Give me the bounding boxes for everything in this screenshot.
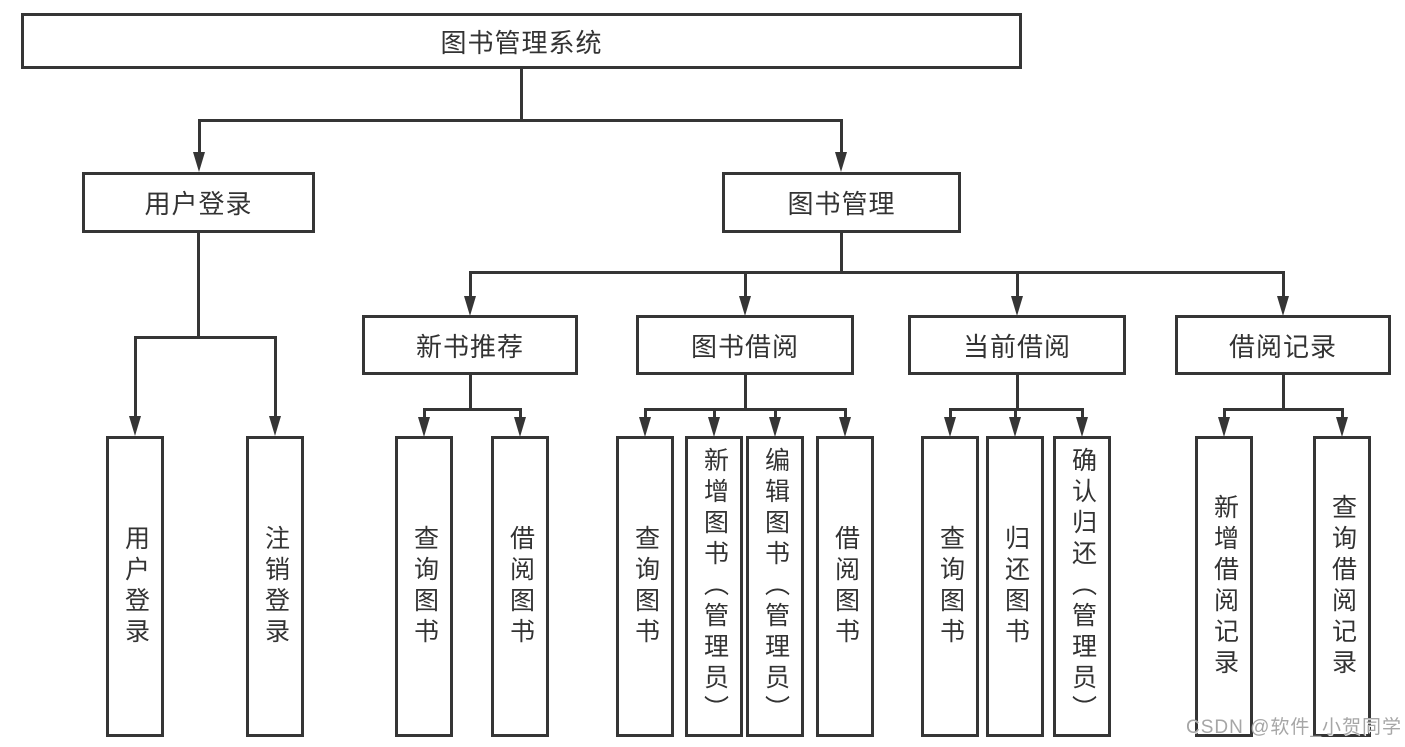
arrowhead-icon <box>129 416 141 436</box>
node-borrow-records: 借阅记录 <box>1175 315 1391 375</box>
connector-line <box>518 409 522 419</box>
arrowhead-icon <box>193 152 205 172</box>
arrowhead-icon <box>418 417 430 437</box>
leaf-current-return-books: 归还图书 <box>986 436 1044 737</box>
leaf-records-add-record: 新增借阅记录 <box>1195 436 1253 737</box>
arrowhead-icon <box>1011 296 1023 316</box>
connector-line <box>1281 374 1285 410</box>
connector-line <box>839 232 843 273</box>
node-user-login: 用户登录 <box>82 172 315 233</box>
connector-line <box>712 409 716 419</box>
arrowhead-icon <box>769 417 781 437</box>
node-book-borrow: 图书借阅 <box>636 315 854 375</box>
connector-line <box>519 69 523 120</box>
leaf-borrow-add-books-admin: 新增图书（管理员） <box>685 436 743 737</box>
connector-line <box>839 119 843 154</box>
arrowhead-icon <box>514 417 526 437</box>
connector-line <box>948 409 952 419</box>
arrowhead-icon <box>269 416 281 436</box>
connector-line <box>643 409 647 419</box>
leaf-user-login: 用户登录 <box>106 436 164 737</box>
arrowhead-icon <box>835 152 847 172</box>
arrowhead-icon <box>1076 417 1088 437</box>
connector-line <box>1281 273 1285 297</box>
connector-line <box>468 273 472 297</box>
arrowhead-icon <box>464 296 476 316</box>
connector-line <box>422 409 426 419</box>
arrowhead-icon <box>1009 417 1021 437</box>
connector-line <box>468 374 472 410</box>
leaf-recommend-borrow-books: 借阅图书 <box>491 436 549 737</box>
connector-line <box>843 409 847 419</box>
connector-line <box>643 408 847 411</box>
connector-line <box>197 118 843 122</box>
arrowhead-icon <box>1336 417 1348 437</box>
connector-line <box>133 338 137 418</box>
arrowhead-icon <box>639 417 651 437</box>
arrowhead-icon <box>839 417 851 437</box>
connector-line <box>1013 409 1017 419</box>
node-current-borrow: 当前借阅 <box>908 315 1126 375</box>
csdn-watermark: CSDN @软件_小贺同学 <box>1186 717 1402 738</box>
connector-line <box>1222 409 1226 419</box>
leaf-borrow-query-books: 查询图书 <box>616 436 674 737</box>
connector-line <box>1015 273 1019 297</box>
node-book-management: 图书管理 <box>722 172 961 233</box>
arrowhead-icon <box>944 417 956 437</box>
leaf-recommend-query-books: 查询图书 <box>395 436 453 737</box>
connector-line <box>133 336 277 339</box>
leaf-current-confirm-return-admin: 确认归还（管理员） <box>1053 436 1111 737</box>
node-new-book-recommend: 新书推荐 <box>362 315 578 375</box>
arrowhead-icon <box>739 296 751 316</box>
leaf-current-query-books: 查询图书 <box>921 436 979 737</box>
connector-line <box>197 119 201 154</box>
connector-line <box>743 273 747 297</box>
arrowhead-icon <box>1218 417 1230 437</box>
connector-line <box>1340 409 1344 419</box>
leaf-logout: 注销登录 <box>246 436 304 737</box>
leaf-borrow-borrow-books: 借阅图书 <box>816 436 874 737</box>
arrowhead-icon <box>1277 296 1289 316</box>
leaf-records-query-record: 查询借阅记录 <box>1313 436 1371 737</box>
connector-line <box>196 232 200 338</box>
node-library-system: 图书管理系统 <box>21 13 1022 69</box>
connector-line <box>273 338 277 418</box>
connector-line <box>468 271 1285 274</box>
connector-line <box>1080 409 1084 419</box>
arrowhead-icon <box>708 417 720 437</box>
connector-line <box>1015 374 1019 410</box>
connector-line <box>1222 408 1344 411</box>
connector-line <box>773 409 777 419</box>
leaf-borrow-edit-books-admin: 编辑图书（管理员） <box>746 436 804 737</box>
connector-line <box>422 408 522 411</box>
connector-line <box>743 374 747 410</box>
